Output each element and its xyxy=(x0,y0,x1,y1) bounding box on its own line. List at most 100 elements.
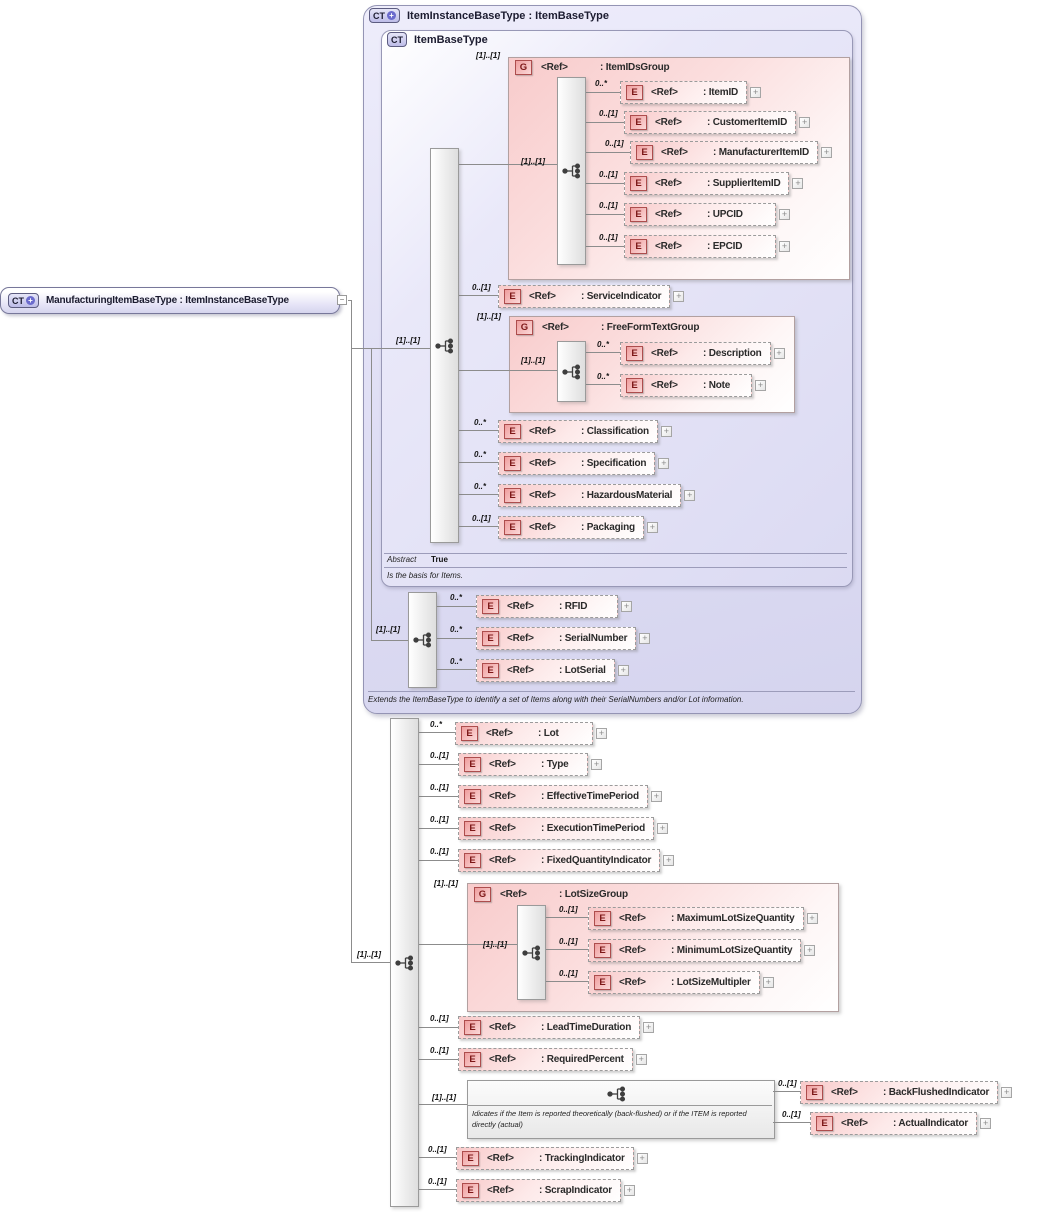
sequence-bar-lotsizegroup xyxy=(517,905,546,1000)
element-name: : SerialNumber xyxy=(559,633,628,644)
expand-icon[interactable]: + xyxy=(806,913,818,924)
sequence-bar-manufacturing xyxy=(390,718,419,1207)
group-name: : LotSizeGroup xyxy=(559,889,628,900)
collapse-handle-icon[interactable]: − xyxy=(337,295,347,305)
expand-icon[interactable]: + xyxy=(596,728,607,739)
element-name: : BackFlushedIndicator xyxy=(883,1087,990,1098)
expand-icon[interactable]: + xyxy=(755,380,766,391)
element-leadtimeduration: E<Ref>: LeadTimeDuration+ xyxy=(458,1016,655,1039)
expand-icon[interactable]: + xyxy=(658,458,670,469)
cardinality-itemidsgroup-seq: [1]..[1] xyxy=(521,157,545,166)
expand-icon[interactable]: + xyxy=(980,1118,992,1129)
expand-icon[interactable]: + xyxy=(799,117,811,128)
expand-icon[interactable]: + xyxy=(663,855,675,866)
ref-label: <Ref> xyxy=(489,823,516,834)
element-box: E<Ref>: MaximumLotSizeQuantity xyxy=(588,907,804,930)
sequence-icon xyxy=(521,944,540,961)
connector-line xyxy=(459,370,557,371)
connector-line xyxy=(419,1059,458,1060)
cardinality-indicator-box: [1]..[1] xyxy=(432,1093,456,1102)
expand-icon[interactable]: + xyxy=(773,348,785,359)
element-packaging: E<Ref>: Packaging+ xyxy=(498,516,658,539)
connector-line xyxy=(419,796,458,797)
element-box: E<Ref>: Lot xyxy=(455,722,593,745)
element-name: : LotSizeMultipler xyxy=(671,977,751,988)
expand-icon[interactable]: + xyxy=(660,426,672,437)
expand-icon[interactable]: + xyxy=(804,945,816,956)
cardinality-serialnumber: 0..* xyxy=(450,625,463,634)
element-name: : Note xyxy=(703,380,731,391)
sequence-icon xyxy=(561,163,580,179)
cardinality-freeformtextgroup-seq: [1]..[1] xyxy=(521,356,545,365)
cardinality-hazardousmaterial: 0..* xyxy=(474,482,487,491)
expand-icon[interactable]: + xyxy=(621,601,632,612)
expand-icon[interactable]: + xyxy=(684,490,696,501)
expand-icon[interactable]: + xyxy=(779,209,790,220)
ref-label: <Ref> xyxy=(489,759,516,770)
connector-line xyxy=(419,1189,456,1190)
root-type-box[interactable]: CT+ ManufacturingItemBaseType : ItemInst… xyxy=(0,287,340,314)
sequence-bar-itembasetype xyxy=(430,148,459,543)
element-box: E<Ref>: FixedQuantityIndicator xyxy=(458,849,661,872)
element-name: : Specification xyxy=(581,458,647,469)
element-box: E<Ref>: Classification xyxy=(498,420,658,443)
expand-icon[interactable]: + xyxy=(1001,1087,1013,1098)
element-fixedquantityindicator: E<Ref>: FixedQuantityIndicator+ xyxy=(458,849,675,872)
group-icon: G xyxy=(474,887,491,902)
element-icon: E xyxy=(482,599,499,614)
group-name: : FreeFormTextGroup xyxy=(601,322,700,333)
element-icon: E xyxy=(626,85,643,100)
element-requiredpercent: E<Ref>: RequiredPercent+ xyxy=(458,1048,647,1071)
expand-icon[interactable]: + xyxy=(779,241,790,252)
expand-icon[interactable]: + xyxy=(617,665,629,676)
expand-icon[interactable]: + xyxy=(635,1054,647,1065)
abstract-value: True xyxy=(431,555,448,564)
connector-line xyxy=(586,246,624,247)
expand-icon[interactable]: + xyxy=(636,1153,648,1164)
element-name: : LotSerial xyxy=(559,665,606,676)
element-icon: E xyxy=(816,1116,833,1131)
expand-icon[interactable]: + xyxy=(646,522,658,533)
cardinality-specification: 0..* xyxy=(474,450,487,459)
complex-type-icon: CT+ xyxy=(369,8,400,23)
expand-icon[interactable]: + xyxy=(792,178,804,189)
expand-icon[interactable]: + xyxy=(762,977,774,988)
expand-icon[interactable]: + xyxy=(623,1185,635,1196)
expand-icon[interactable]: + xyxy=(643,1022,655,1033)
expand-icon[interactable]: + xyxy=(656,823,668,834)
cardinality-maximumlotsizequantity: 0..[1] xyxy=(559,905,578,914)
element-icon: E xyxy=(464,1052,481,1067)
ref-label: <Ref> xyxy=(655,209,682,220)
cardinality-lotsizegroup: [1]..[1] xyxy=(434,879,458,888)
ct-plus-icon: + xyxy=(26,296,35,305)
expand-icon[interactable]: + xyxy=(591,759,602,770)
ref-label: <Ref> xyxy=(529,490,556,501)
group-header-freeformtextgroup: G <Ref> : FreeFormTextGroup xyxy=(516,320,699,335)
root-type-title: ManufacturingItemBaseType : ItemInstance… xyxy=(46,295,289,306)
connector-line xyxy=(459,462,498,463)
cardinality-itembasetype-seq: [1]..[1] xyxy=(396,336,420,345)
cardinality-freeformtextgroup: [1]..[1] xyxy=(477,312,501,321)
element-maximumlotsizequantity: E<Ref>: MaximumLotSizeQuantity+ xyxy=(588,907,818,930)
connector-line xyxy=(351,962,390,963)
expand-icon[interactable]: + xyxy=(639,633,651,644)
element-box: E<Ref>: RequiredPercent xyxy=(458,1048,633,1071)
ref-label: <Ref> xyxy=(655,117,682,128)
element-box: E<Ref>: MinimumLotSizeQuantity xyxy=(588,939,802,962)
expand-icon[interactable]: + xyxy=(821,147,833,158)
element-icon: E xyxy=(630,207,647,222)
cardinality-minimumlotsizequantity: 0..[1] xyxy=(559,937,578,946)
connector-line xyxy=(419,860,458,861)
connector-line xyxy=(419,764,458,765)
annotation-divider xyxy=(468,1105,772,1106)
expand-icon[interactable]: + xyxy=(673,291,685,302)
element-box: E<Ref>: ManufacturerItemID xyxy=(630,141,819,164)
element-description: E<Ref>: Description+ xyxy=(620,342,785,365)
expand-icon[interactable]: + xyxy=(650,791,662,802)
expand-icon[interactable]: + xyxy=(750,87,762,98)
connector-line xyxy=(586,384,620,385)
outer-annotation-divider xyxy=(368,691,855,692)
element-icon: E xyxy=(636,145,653,160)
element-box: E<Ref>: HazardousMaterial xyxy=(498,484,682,507)
